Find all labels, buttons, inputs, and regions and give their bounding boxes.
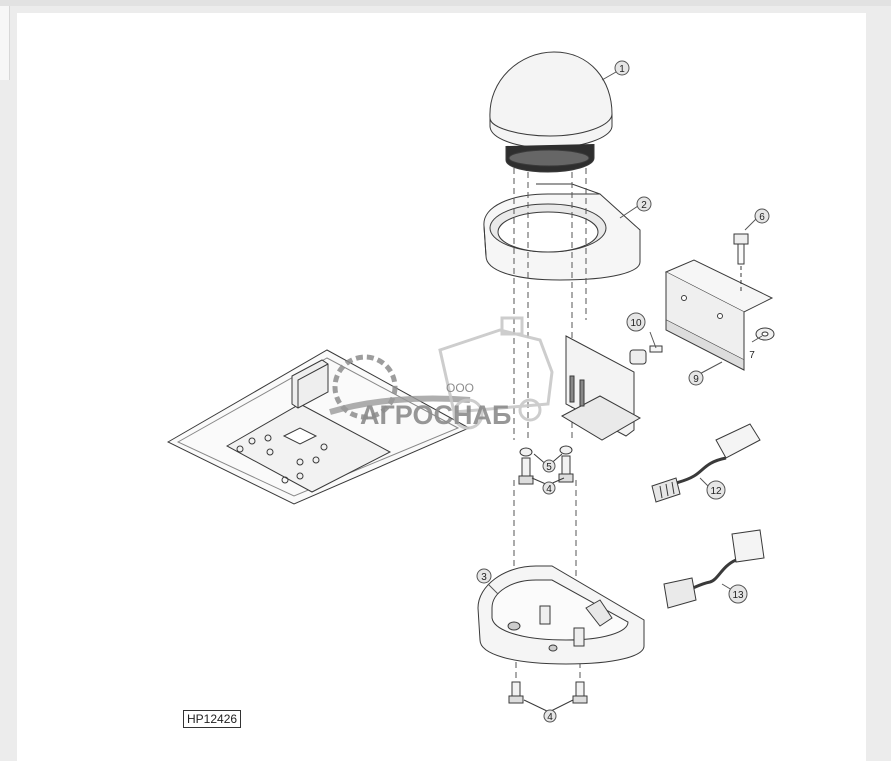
callout-6: 6 [759, 212, 765, 223]
watermark-name: АГРОСНАБ [360, 400, 511, 430]
callout-numbers: 1 2 3 4 4 5 6 7 9 10 12 13 [481, 64, 765, 723]
figure-id-label: HP12426 [183, 710, 242, 728]
bolts-upper [518, 445, 574, 486]
side-bracket [664, 259, 774, 371]
watermark-swoosh [329, 395, 471, 415]
window-top-strip [0, 0, 891, 6]
top-bezel [483, 183, 641, 281]
left-scroll-tab [0, 6, 10, 80]
callout-4-lower: 4 [547, 712, 553, 723]
watermark-gear-logo [332, 354, 398, 420]
callout-10: 10 [630, 318, 642, 329]
cable-harness-12 [651, 423, 761, 503]
callout-4-upper: 4 [546, 484, 552, 495]
watermark-prefix: ООО [446, 381, 474, 395]
callout-9: 9 [693, 374, 699, 385]
callout-12: 12 [710, 486, 722, 497]
cable-harness-13 [663, 529, 765, 609]
watermark-harvester [438, 316, 554, 430]
bolt-part-6 [733, 233, 749, 292]
assembly-guide-lines [513, 168, 587, 682]
callout-1: 1 [619, 64, 625, 75]
base-housing [477, 565, 645, 665]
callout-5: 5 [546, 462, 552, 473]
center-bracket [560, 335, 642, 441]
callout-bubbles [476, 60, 770, 723]
agrosnab-watermark: ООО АГРОСНАБ [329, 316, 554, 430]
bolts-lower [508, 681, 588, 713]
callout-2: 2 [641, 200, 647, 211]
receiver-dome [489, 51, 613, 173]
callout-3: 3 [481, 572, 487, 583]
callout-13: 13 [732, 590, 744, 601]
diagram-panel [17, 13, 866, 761]
callout-7: 7 [749, 350, 755, 361]
spacer-part-10 [629, 345, 663, 365]
